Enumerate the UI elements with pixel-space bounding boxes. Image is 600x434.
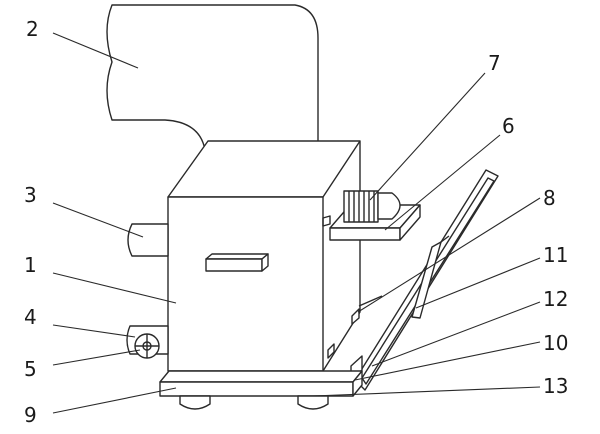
part-labels: 2 3 1 4 5 9 7 6 8 11 12 10 13 xyxy=(24,17,568,427)
label-2: 2 xyxy=(26,17,39,41)
label-7: 7 xyxy=(488,51,501,75)
label-12: 12 xyxy=(543,287,568,311)
part-13-wheels xyxy=(179,395,329,410)
part-9-base-plate xyxy=(159,370,363,397)
wheel-front-right xyxy=(297,395,329,410)
part-7-motor xyxy=(343,190,401,223)
label-6: 6 xyxy=(502,114,515,138)
label-5: 5 xyxy=(24,357,37,381)
label-4: 4 xyxy=(24,305,37,329)
label-8: 8 xyxy=(543,186,556,210)
part-3-outlet-pipe xyxy=(127,223,169,257)
leader-lines xyxy=(52,32,541,414)
label-9: 9 xyxy=(24,403,37,427)
label-13: 13 xyxy=(543,374,568,398)
part-12-support-rod xyxy=(411,235,450,319)
label-10: 10 xyxy=(543,331,568,355)
wheel-front-left xyxy=(179,395,211,410)
part-5-valve-wheel xyxy=(134,333,160,359)
label-1: 1 xyxy=(24,253,37,277)
door-handle xyxy=(205,253,269,272)
label-11: 11 xyxy=(543,243,568,267)
part-8-upper-hinge xyxy=(351,295,383,325)
label-3: 3 xyxy=(24,183,37,207)
part-1-main-housing xyxy=(167,140,361,372)
